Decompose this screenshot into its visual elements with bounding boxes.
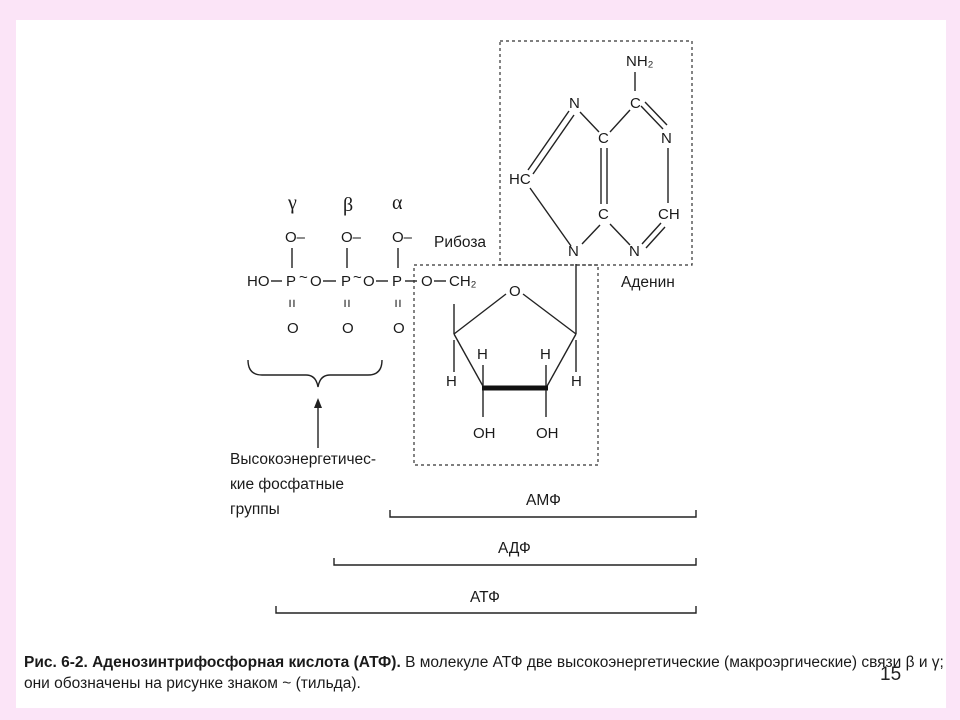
amp-bracket: [389, 510, 697, 518]
ribose-h-c2: H: [540, 346, 551, 363]
double-bond-beta: =: [338, 299, 355, 308]
high-energy-label-line2: кие фосфатные: [230, 476, 344, 493]
atp-bracket: [275, 606, 697, 614]
bond-n3-c4: [609, 223, 631, 246]
ribose-ring-o: O: [509, 283, 521, 300]
ring-bond-c4-c3: [453, 333, 485, 389]
slide: γ β α O– O– O– HO P ~ O P ~ O P O CH₂ = …: [16, 20, 946, 708]
tilde-gamma-beta: ~: [299, 269, 308, 286]
alpha-label: α: [392, 192, 403, 214]
bond-c2-n3-a: [641, 222, 662, 245]
adenine-nh2: NH₂: [626, 53, 654, 70]
adenine-n1: N: [661, 130, 672, 147]
o-bridge-1: O: [310, 273, 322, 290]
adenine-c5: C: [598, 130, 609, 147]
ribose-h-c3: H: [477, 346, 488, 363]
ho-atom: HO: [247, 273, 270, 290]
p-gamma-atom: P: [286, 273, 296, 290]
o-minus-gamma: O–: [285, 229, 306, 246]
adenine-label: Аденин: [621, 274, 675, 291]
amp-label: АМФ: [526, 492, 561, 509]
page-number: 15: [880, 664, 902, 685]
ribose-oh-right: OH: [536, 425, 559, 442]
atp-label: АТФ: [470, 589, 500, 606]
o-double-gamma: O: [287, 320, 299, 337]
bond-c6-n1-b: [644, 101, 668, 126]
ribose-dashed-box: [413, 264, 599, 466]
double-bond-gamma: =: [283, 299, 300, 308]
o-bridge-2: O: [363, 273, 375, 290]
ring-bond-o-c4: [453, 293, 507, 335]
adp-bracket: [333, 558, 697, 566]
bond-c5-c6: [609, 109, 631, 133]
adenine-dashed-box: [499, 40, 693, 266]
adenine-ch2: CH: [658, 206, 680, 223]
phosphate-curly-brace: [247, 359, 383, 388]
high-energy-label-line1: Высокоэнергетичес-: [230, 451, 376, 468]
adenine-hc8: HC: [509, 171, 531, 188]
ch2-atom: CH₂: [449, 273, 477, 290]
bond-c6-n1-a: [640, 105, 664, 130]
o-bridge-3: O: [421, 273, 433, 290]
atp-structure-diagram: γ β α O– O– O– HO P ~ O P ~ O P O CH₂ = …: [230, 40, 697, 614]
beta-label: β: [343, 194, 353, 216]
o-minus-beta: O–: [341, 229, 362, 246]
adenine-n7: N: [569, 95, 580, 112]
gamma-label: γ: [287, 192, 297, 214]
ribose-h-right: H: [571, 373, 582, 390]
bond-n7-c8-a: [527, 110, 570, 171]
brace-arrow-head: [314, 398, 322, 408]
o-minus-alpha: O–: [392, 229, 413, 246]
adenine-n9: N: [568, 243, 579, 260]
p-alpha-atom: P: [392, 273, 402, 290]
adenine-c6: C: [630, 95, 641, 112]
adenine-n3: N: [629, 243, 640, 260]
bond-n7-c8-b: [532, 114, 575, 175]
adenine-c4: C: [598, 206, 609, 223]
ribose-h-left: H: [446, 373, 457, 390]
bond-c5-n7: [579, 111, 600, 133]
ribose-oh-left: OH: [473, 425, 496, 442]
p-beta-atom: P: [341, 273, 351, 290]
bond-c2-n3-b: [645, 226, 666, 249]
o-double-beta: O: [342, 320, 354, 337]
double-bond-alpha: =: [389, 299, 406, 308]
caption-line1: В молекуле АТФ две высокоэнергетические …: [400, 654, 944, 671]
high-energy-label-line3: группы: [230, 501, 280, 518]
ring-bond-o-c1: [522, 293, 577, 335]
adp-label: АДФ: [498, 540, 531, 557]
tilde-beta-alpha: ~: [353, 269, 362, 286]
bond-c8-n9: [529, 187, 572, 247]
o-double-alpha: O: [393, 320, 405, 337]
ribose-label: Рибоза: [434, 234, 486, 251]
bond-n9-c4: [581, 224, 601, 245]
ring-bond-c1-c2: [545, 333, 577, 389]
caption-bold: Рис. 6-2. Аденозинтрифосфорная кислота (…: [24, 654, 401, 671]
figure-caption: Рис. 6-2. Аденозинтрифосфорная кислота (…: [24, 652, 944, 694]
caption-line2: они обозначены на рисунке знаком ~ (тиль…: [24, 675, 361, 692]
